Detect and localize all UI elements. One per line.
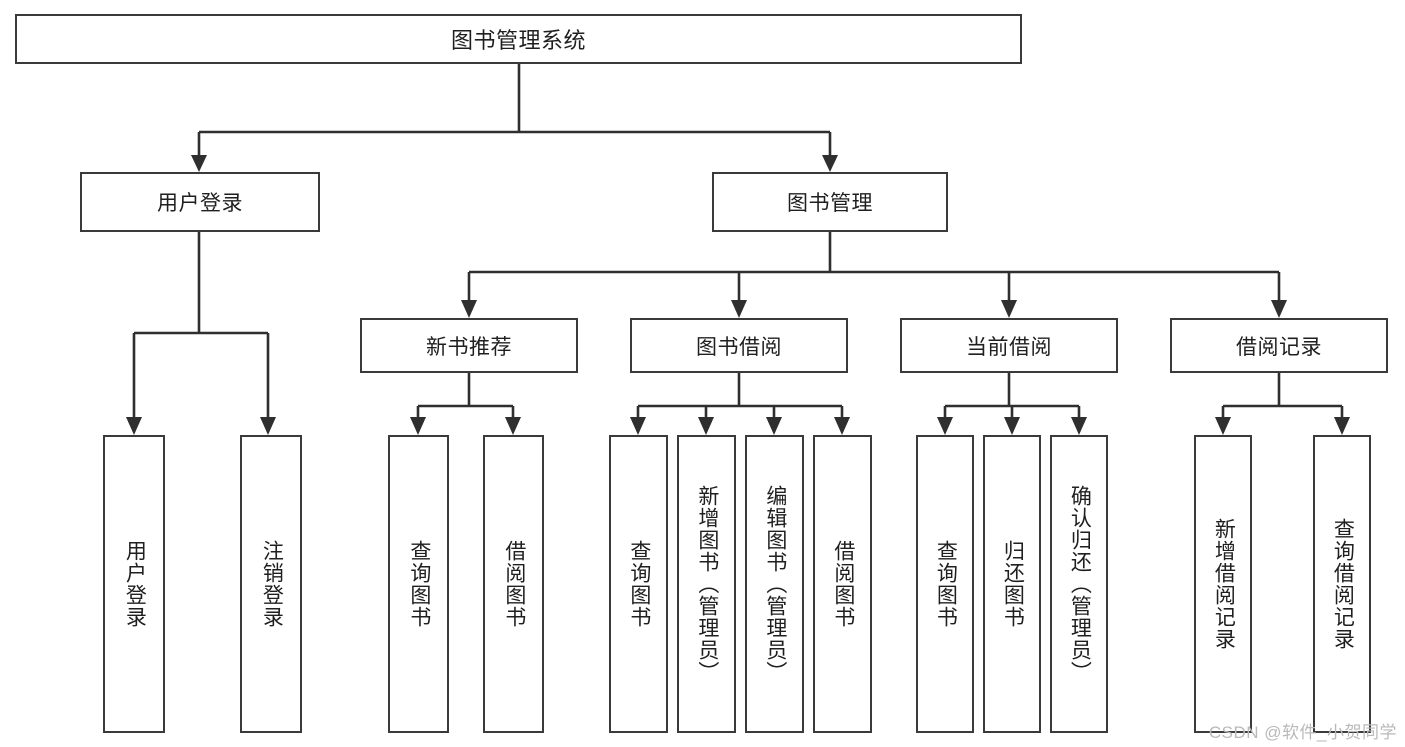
node-label: 借阅图书 [831,540,855,628]
arrowhead-leaf-add-record [1215,417,1231,435]
node-label: 新增借阅记录 [1212,518,1236,650]
node-new-book-recommend[interactable]: 新书推荐 [360,318,578,373]
node-current-borrow[interactable]: 当前借阅 [900,318,1118,373]
node-label: 借阅记录 [1236,335,1322,359]
node-label: 注销登录 [260,540,284,628]
arrowhead-leaf-edit-book [766,417,782,435]
node-user-login[interactable]: 用户登录 [80,172,320,232]
node-book-management[interactable]: 图书管理 [712,172,948,232]
node-leaf-edit-book[interactable]: 编辑图书（管理员） [745,435,804,733]
node-label: 图书管理 [787,192,873,215]
node-label: 用户登录 [157,192,243,215]
arrowhead-book-management [822,155,838,172]
node-leaf-return-book[interactable]: 归还图书 [983,435,1041,733]
arrowhead-current-borrow [1001,300,1017,318]
arrowhead-user-login [191,155,207,172]
node-label: 查询借阅记录 [1331,518,1355,650]
arrowhead-leaf-query-book-1 [410,417,426,435]
node-borrow-record[interactable]: 借阅记录 [1170,318,1388,373]
arrowhead-book-borrow [731,300,747,318]
arrowhead-leaf-borrow-book-1 [505,417,521,435]
arrowhead-leaf-borrow-book-2 [834,417,850,435]
arrowhead-leaf-query-record [1334,417,1350,435]
node-leaf-query-record[interactable]: 查询借阅记录 [1313,435,1371,733]
arrowhead-new-book-recommend [461,300,477,318]
node-label: 当前借阅 [966,335,1052,359]
arrowhead-leaf-user-login [126,417,142,435]
arrowhead-leaf-query-book-3 [937,417,953,435]
node-leaf-confirm-return[interactable]: 确认归还（管理员） [1050,435,1108,733]
node-leaf-borrow-book-2[interactable]: 借阅图书 [813,435,872,733]
arrowhead-leaf-confirm-return [1071,417,1087,435]
node-label: 用户登录 [123,540,147,628]
node-label: 查询图书 [934,540,958,628]
node-label: 查询图书 [407,540,431,628]
arrowhead-borrow-record [1271,300,1287,318]
arrowhead-leaf-logout [260,417,276,435]
node-leaf-borrow-book-1[interactable]: 借阅图书 [483,435,544,733]
node-leaf-add-book[interactable]: 新增图书（管理员） [677,435,736,733]
watermark-text: CSDN @软件_小贺同学 [1208,723,1397,742]
node-label: 查询图书 [627,540,651,628]
node-leaf-add-record[interactable]: 新增借阅记录 [1194,435,1252,733]
node-leaf-logout[interactable]: 注销登录 [240,435,302,733]
node-label: 编辑图书（管理员） [763,485,787,683]
arrowhead-leaf-return-book [1004,417,1020,435]
node-leaf-query-book-1[interactable]: 查询图书 [388,435,449,733]
node-leaf-user-login[interactable]: 用户登录 [103,435,165,733]
node-label: 新增图书（管理员） [695,485,719,683]
arrowhead-leaf-query-book-2 [630,417,646,435]
node-label: 新书推荐 [426,335,512,359]
node-root-book-management-system[interactable]: 图书管理系统 [15,14,1022,64]
node-label: 归还图书 [1001,540,1025,628]
arrowhead-leaf-add-book [698,417,714,435]
node-label: 图书管理系统 [450,28,586,53]
node-label: 借阅图书 [502,540,526,628]
node-book-borrow[interactable]: 图书借阅 [630,318,848,373]
node-leaf-query-book-3[interactable]: 查询图书 [916,435,974,733]
node-label: 确认归还（管理员） [1068,485,1092,683]
node-label: 图书借阅 [696,335,782,359]
node-leaf-query-book-2[interactable]: 查询图书 [609,435,668,733]
